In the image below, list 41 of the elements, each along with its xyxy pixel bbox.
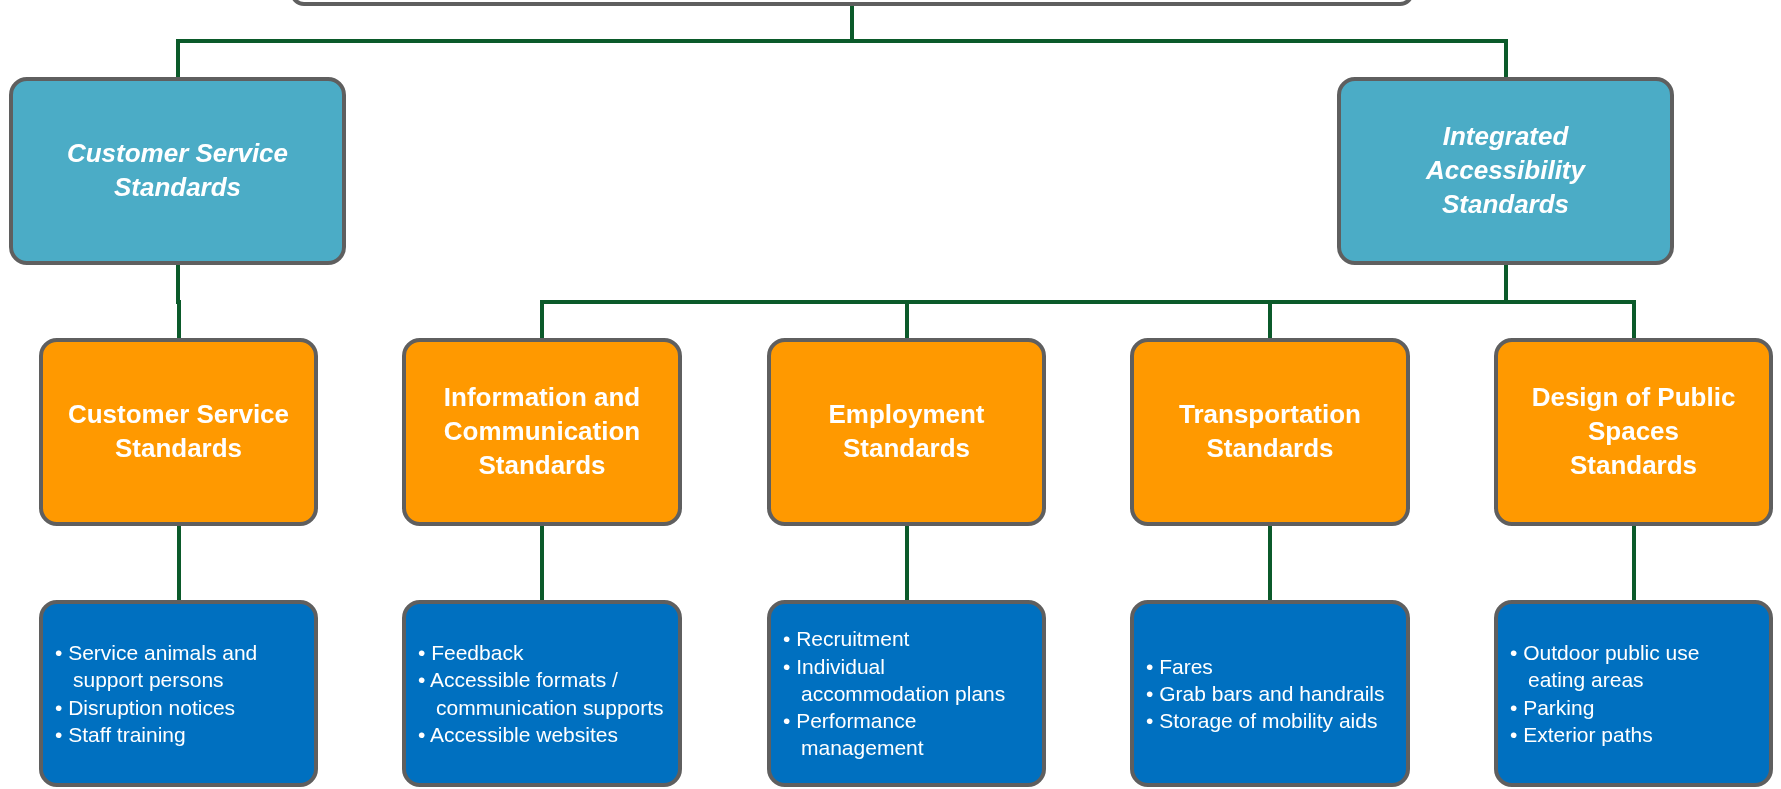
- list-item: • Accessible websites: [418, 721, 619, 748]
- list-item: • Fares: [1146, 653, 1214, 680]
- connector-line: [177, 526, 181, 600]
- list-item: • Individual accommodation plans: [783, 653, 1007, 707]
- topic-box: [1494, 600, 1773, 787]
- topic-box: [1130, 600, 1410, 787]
- connector-line: [1504, 265, 1636, 338]
- list-item: • Grab bars and handrails: [1146, 680, 1386, 707]
- category-box: [1337, 77, 1674, 265]
- list-item: • Exterior paths: [1510, 721, 1654, 748]
- standard-title: Customer Service Standards: [66, 398, 291, 465]
- list-item: • Performance management: [783, 708, 925, 762]
- standard-box: [1494, 338, 1773, 526]
- standard-title: Information and Communication Standards: [442, 381, 642, 482]
- list-item: • Recruitment: [783, 626, 911, 653]
- topic-box: [767, 600, 1046, 787]
- standard-title: Employment Standards: [827, 398, 986, 465]
- category-box: [9, 77, 346, 265]
- standard-box: [767, 338, 1046, 526]
- list-item: • Feedback: [418, 639, 525, 666]
- standard-box: [1130, 338, 1410, 526]
- list-item: • Service animals and support persons: [55, 639, 259, 694]
- connector-line: [1268, 526, 1272, 600]
- connector-line: [1632, 526, 1636, 600]
- list-item: • Storage of mobility aids: [1146, 708, 1379, 735]
- category-title: Customer Service Standards: [65, 137, 290, 204]
- category-title: Integrated Accessibility Standards: [1424, 120, 1587, 221]
- standard-title: Design of Public Spaces Standards: [1530, 381, 1737, 482]
- list-item: • Accessible formats / communication supports: [418, 667, 665, 721]
- list-item: • Staff training: [55, 721, 187, 748]
- topic-box: [39, 600, 318, 787]
- connector-line: [905, 526, 909, 600]
- standard-title: Transportation Standards: [1178, 398, 1362, 465]
- connector-line: [176, 265, 181, 338]
- standard-box: [39, 338, 318, 526]
- list-item: • Disruption notices: [55, 694, 237, 721]
- topic-box: [402, 600, 682, 787]
- list-item: • Outdoor public use eating areas: [1510, 639, 1701, 694]
- standard-box: [402, 338, 682, 526]
- connector-line: [540, 526, 544, 600]
- list-item: • Parking: [1510, 694, 1596, 721]
